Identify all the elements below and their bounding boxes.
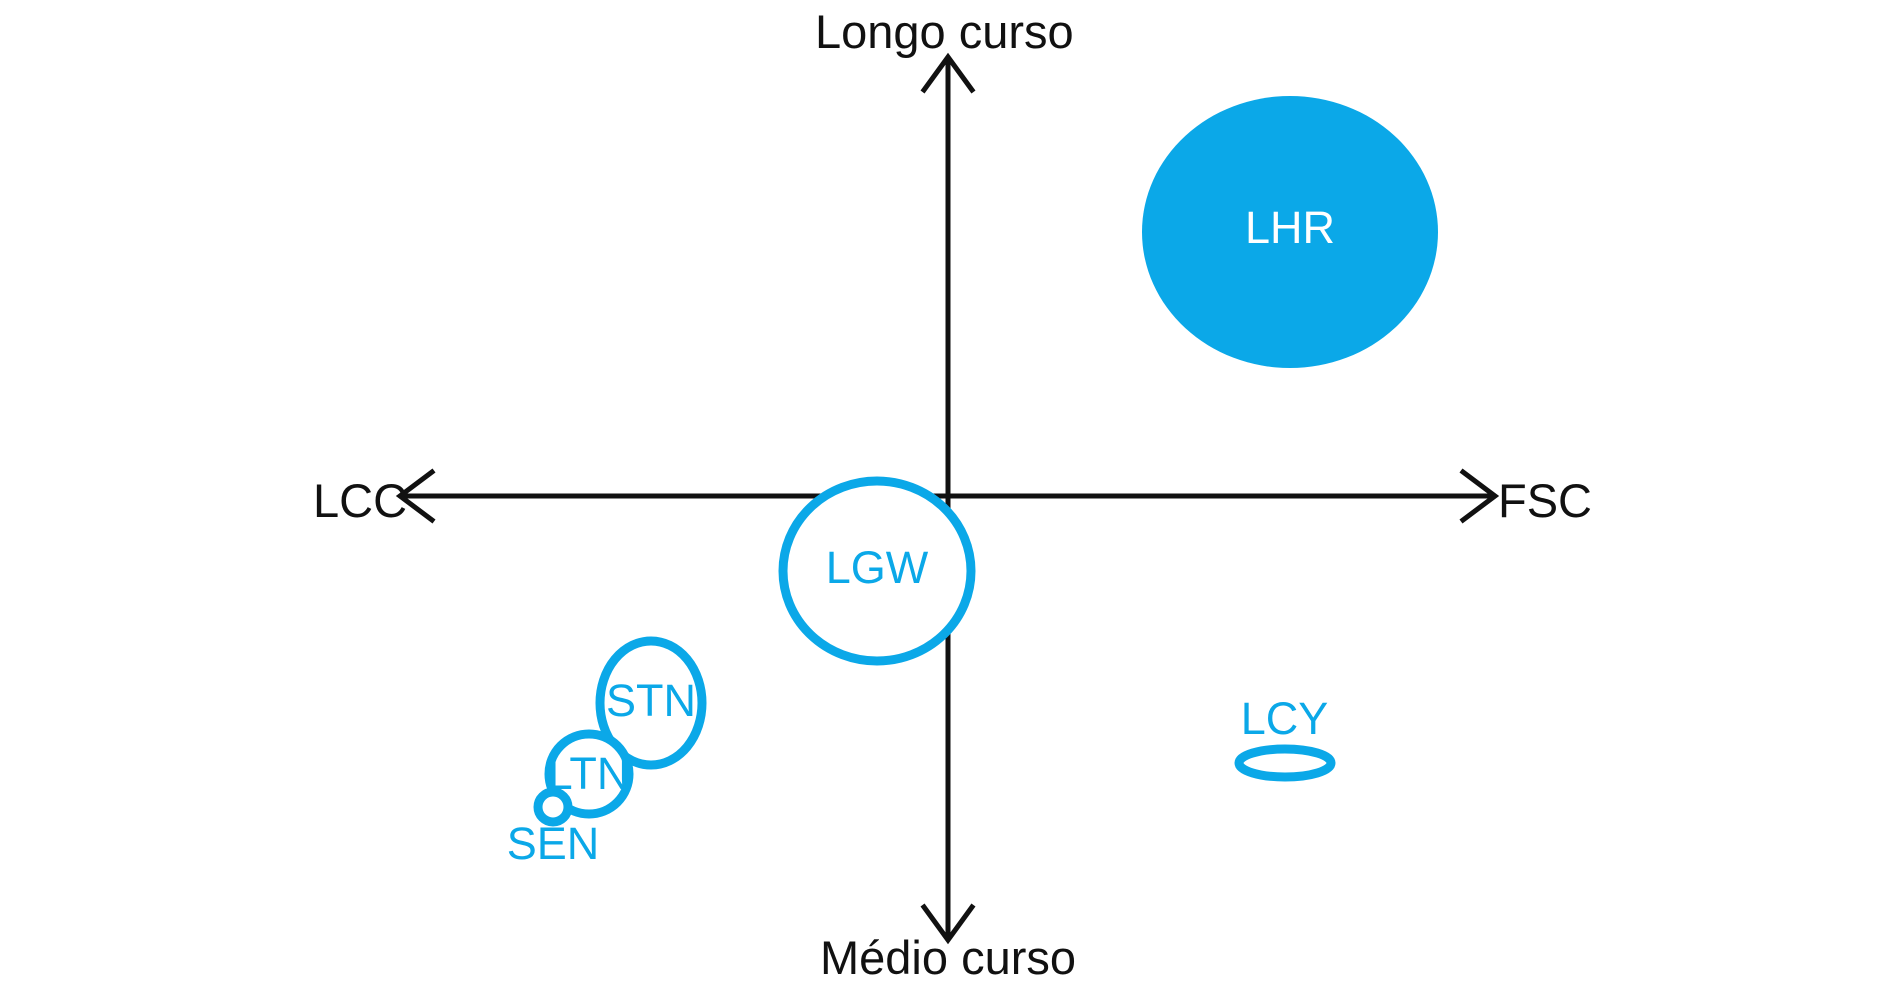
bubble-group [533,96,1438,827]
bubble-sen[interactable] [533,787,573,827]
bubble-ltn[interactable] [544,729,634,819]
axis-label-top: Longo curso [815,5,1074,58]
vertical-axis [920,52,976,945]
bubble-lgw[interactable] [778,476,976,666]
axis-label-bottom: Médio curso [820,931,1076,984]
bubble-label-stn: STN [606,675,696,726]
arrow-up-icon [920,52,976,94]
arrow-right-icon [1459,468,1500,524]
bubble-lhr[interactable] [1142,96,1438,368]
bubble-label-sen: SEN [506,818,600,869]
arrow-left-icon [395,468,436,524]
arrow-down-icon [920,903,976,945]
bubble-label-lhr: LHR [1244,202,1336,253]
axis-label-right: FSC [1498,474,1592,527]
bubble-label-lgw: LGW [825,542,929,593]
axis-label-left: LCC [313,474,408,527]
bubble-label-ltn: LTN [547,748,630,799]
bubble-lcy[interactable] [1234,744,1336,782]
bubble-label-lcy: LCY [1240,693,1329,744]
bubble-stn[interactable] [595,636,707,770]
